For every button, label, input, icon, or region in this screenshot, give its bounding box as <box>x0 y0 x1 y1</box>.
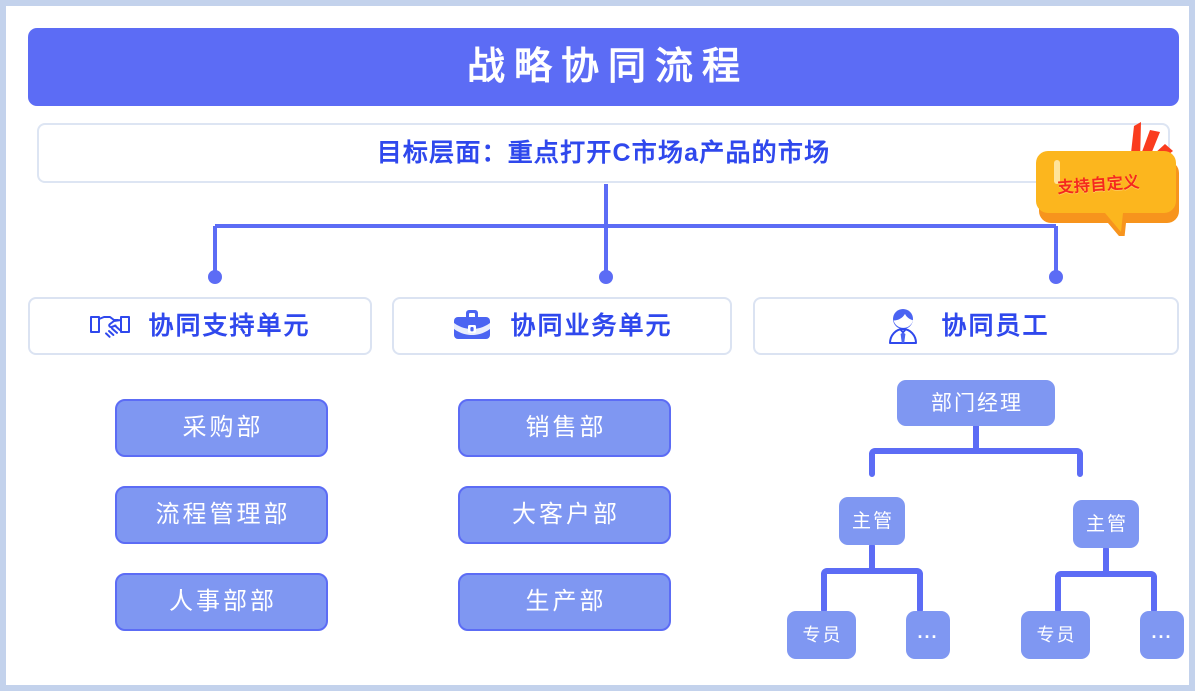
org-node-staff[interactable]: 专员 <box>787 611 856 659</box>
department-box[interactable]: 销售部 <box>458 399 671 457</box>
category-header-label: 协同业务单元 <box>510 311 673 340</box>
handshake-icon <box>89 307 131 345</box>
department-box[interactable]: 人事部部 <box>115 573 328 631</box>
department-box[interactable]: 流程管理部 <box>115 486 328 544</box>
org-node-supervisor[interactable]: 主管 <box>839 497 905 545</box>
page-title: 战略协同流程 <box>466 46 749 88</box>
department-box[interactable]: 大客户部 <box>458 486 671 544</box>
goal-statement-bar: 目标层面：重点打开C市场a产品的市场 <box>37 123 1170 183</box>
org-node-more[interactable]: ... <box>1140 611 1184 659</box>
department-box[interactable]: 生产部 <box>458 573 671 631</box>
category-header-staff-unit[interactable]: 协同员工 <box>753 297 1179 355</box>
page-banner: 战略协同流程 <box>28 28 1179 106</box>
org-node-staff[interactable]: 专员 <box>1021 611 1090 659</box>
department-box[interactable]: 采购部 <box>115 399 328 457</box>
category-header-label: 协同支持单元 <box>148 311 311 340</box>
employee-person-icon <box>882 307 924 345</box>
goal-statement-text: 目标层面：重点打开C市场a产品的市场 <box>376 138 831 167</box>
custom-badge[interactable]: 支持自定义 <box>1030 118 1189 236</box>
org-node-supervisor[interactable]: 主管 <box>1073 500 1139 548</box>
category-header-support-unit[interactable]: 协同支持单元 <box>28 297 372 355</box>
org-node-manager[interactable]: 部门经理 <box>897 380 1055 426</box>
speech-bubble-badge-icon <box>1036 122 1179 236</box>
category-header-business-unit[interactable]: 协同业务单元 <box>392 297 732 355</box>
briefcase-icon <box>451 307 493 345</box>
category-header-label: 协同员工 <box>941 311 1050 340</box>
org-node-more[interactable]: ... <box>906 611 950 659</box>
